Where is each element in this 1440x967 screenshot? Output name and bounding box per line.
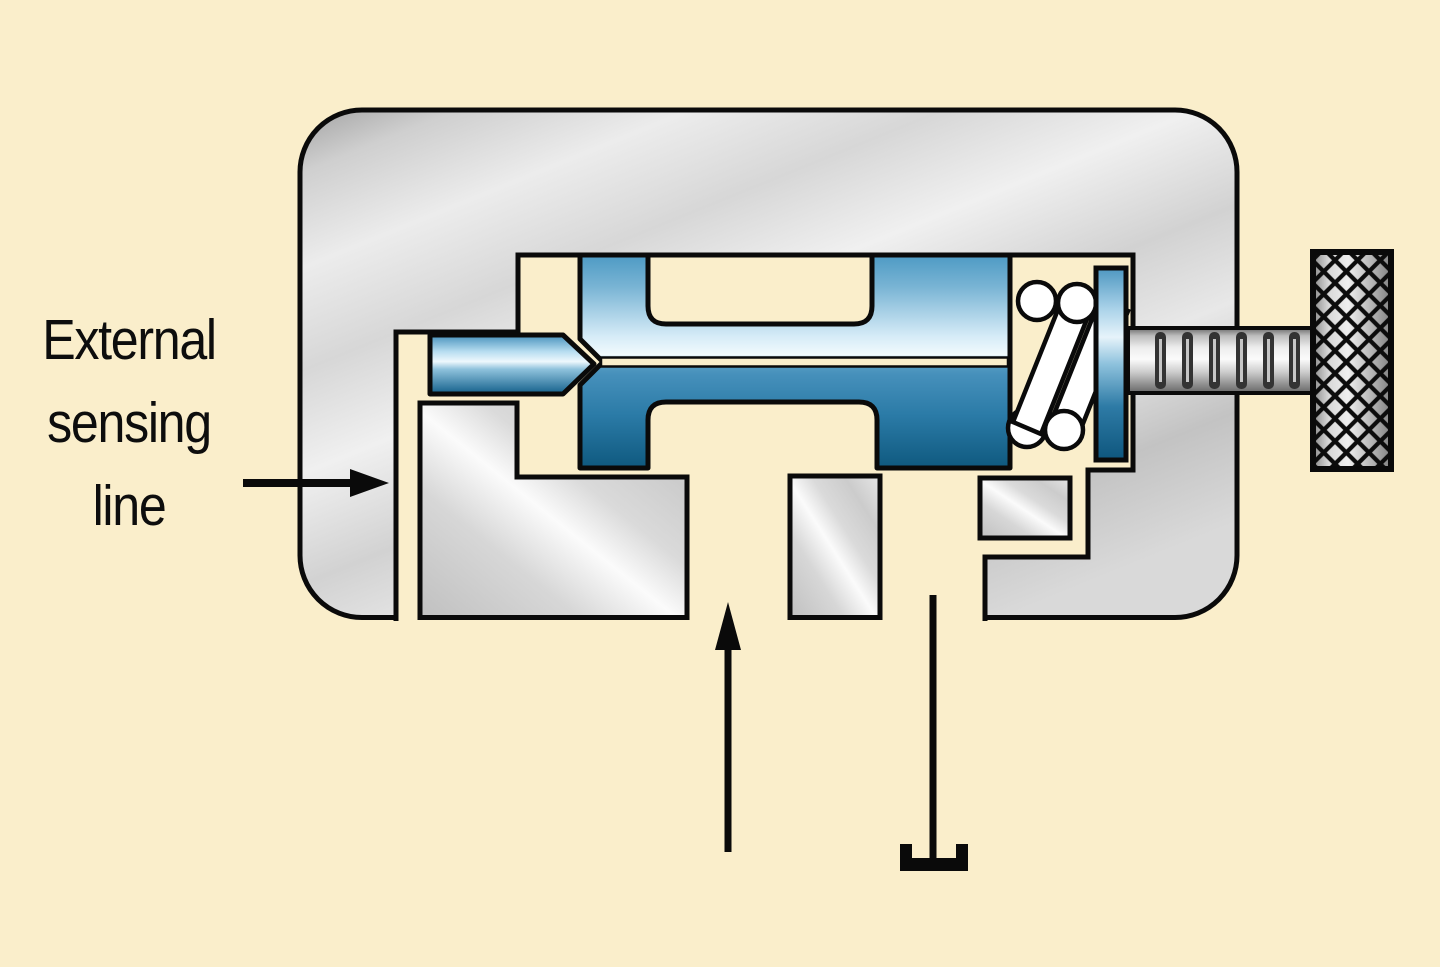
external-sensing-line-label: External sensing line [42,308,217,538]
spring [1005,279,1131,452]
thread-slots [1155,332,1300,389]
tank-symbol-icon [900,844,968,871]
body-block-right [977,475,1073,541]
flow-symbols [243,469,968,871]
spring-seat-plate [1093,265,1129,463]
spool-orifice-slit [599,356,1010,368]
body-block-center [787,473,883,620]
knurled-adjustment-knob [1310,249,1394,472]
inlet-flow-arrow-icon [715,602,741,852]
spring-coil-section [1042,408,1086,452]
spring-coil-section [1055,281,1099,325]
adjustment-screw [1126,326,1315,395]
spring-coil-section [1015,279,1059,323]
sensing-line-arrow-icon [243,469,389,497]
poppet-cone [427,332,597,397]
knurl-pattern [1313,252,1391,469]
body-outline [297,107,1240,620]
